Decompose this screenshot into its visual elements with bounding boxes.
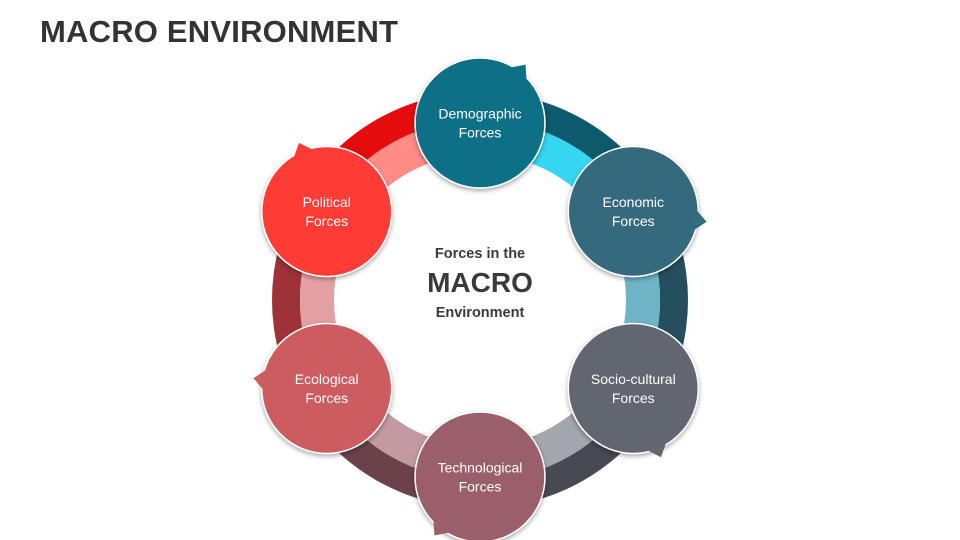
node-label-economic-line-1: Economic: [603, 194, 664, 210]
node-pointer-political: [292, 142, 317, 161]
center-line-2: MACRO: [427, 267, 533, 298]
node-label-ecological-line-1: Ecological: [295, 371, 359, 387]
page-title: MACRO ENVIRONMENT: [40, 14, 399, 49]
node-label-technological-line-1: Technological: [438, 460, 523, 476]
node-label-demographic-line-2: Forces: [459, 125, 502, 141]
center-line-1: Forces in the: [435, 246, 525, 262]
center-label: Forces in the MACRO Environment: [427, 246, 533, 321]
node-pointer-demographic: [506, 64, 527, 84]
node-circle-socio-cultural: [567, 322, 700, 455]
center-line-3: Environment: [436, 305, 525, 321]
node-circle-economic: [567, 145, 700, 278]
node-pointer-technological: [433, 516, 454, 536]
node-circle-political: [260, 145, 393, 278]
node-circle-demographic: [414, 57, 546, 189]
node-pointer-economic: [690, 207, 707, 233]
node-label-political-line-2: Forces: [305, 213, 348, 229]
node-pointer-socio-cultural: [643, 439, 668, 458]
force-nodes: DemographicForcesEconomicForcesSocio-cul…: [253, 57, 707, 540]
node-label-technological-line-2: Forces: [459, 479, 502, 495]
node-pointer-ecological: [253, 367, 270, 393]
node-label-economic-line-2: Forces: [612, 213, 655, 229]
node-label-political-line-1: Political: [303, 194, 351, 210]
node-label-socio-cultural-line-1: Socio-cultural: [591, 371, 676, 387]
node-label-socio-cultural-line-2: Forces: [612, 390, 655, 406]
node-circle-ecological: [260, 322, 393, 455]
node-circle-technological: [414, 411, 546, 540]
node-label-demographic-line-1: Demographic: [438, 106, 521, 122]
node-label-ecological-line-2: Forces: [305, 390, 348, 406]
